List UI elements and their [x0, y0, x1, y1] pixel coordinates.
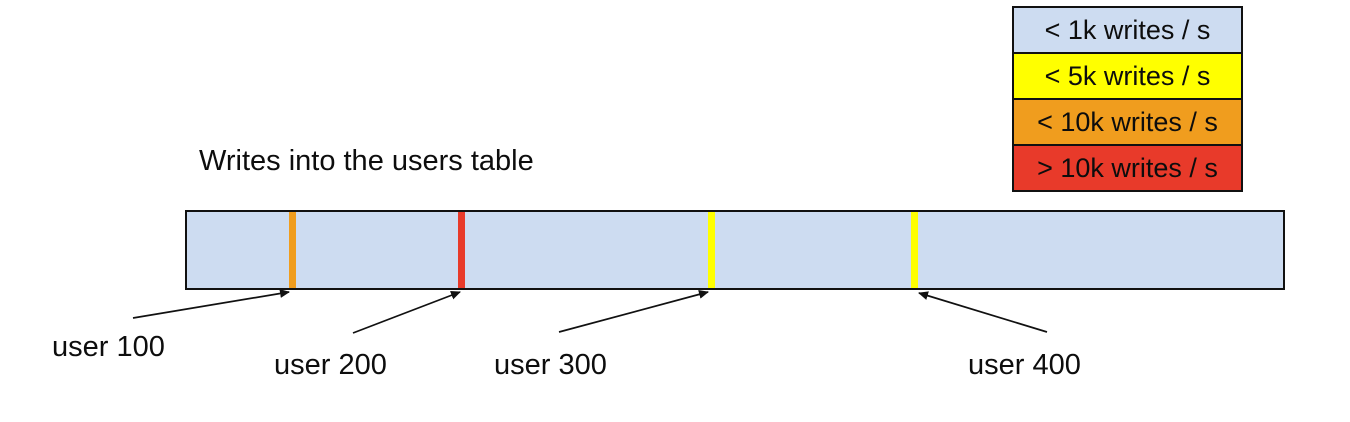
label-user-100: user 100 [52, 331, 165, 363]
legend-item-lt-1k: < 1k writes / s [1012, 6, 1243, 54]
arrow-user-200 [352, 291, 461, 334]
marker-user-200 [458, 212, 465, 288]
label-user-200: user 200 [274, 349, 387, 381]
legend-item-gt-10k: > 10k writes / s [1012, 144, 1243, 192]
legend: < 1k writes / s < 5k writes / s < 10k wr… [1012, 6, 1243, 192]
marker-user-400 [911, 212, 918, 288]
label-user-400: user 400 [968, 349, 1081, 381]
arrow-user-300 [558, 289, 709, 333]
legend-item-lt-5k: < 5k writes / s [1012, 52, 1243, 100]
users-table-bar [185, 210, 1285, 290]
marker-user-100 [289, 212, 296, 288]
arrow-user-100 [132, 289, 290, 319]
label-user-300: user 300 [494, 349, 607, 381]
arrow-user-400 [918, 291, 1048, 333]
legend-item-lt-10k: < 10k writes / s [1012, 98, 1243, 146]
marker-user-300 [708, 212, 715, 288]
diagram-title: Writes into the users table [199, 145, 534, 177]
